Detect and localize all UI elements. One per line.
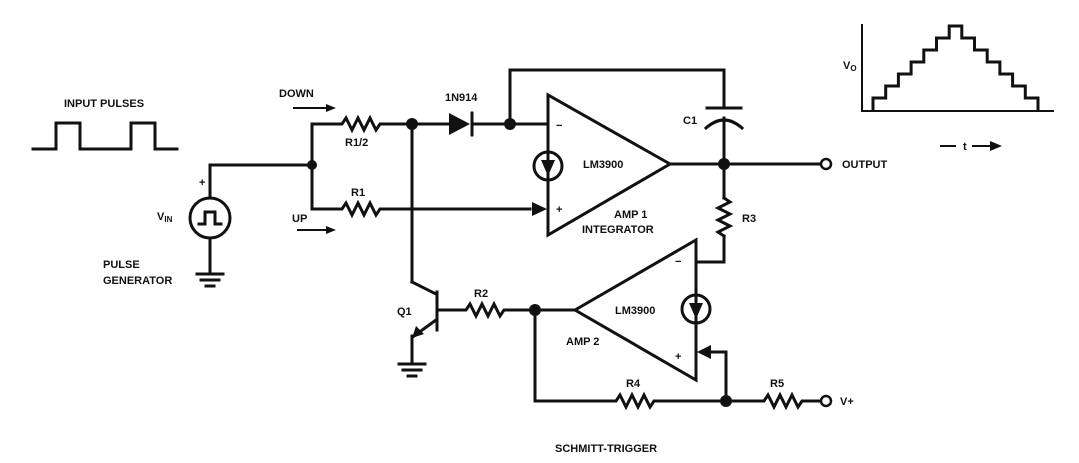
plus-marker: + [199,177,205,189]
amp2-minus: − [675,256,681,268]
vo-label: VO [843,60,857,73]
down-label: DOWN [279,88,314,100]
transistor-q1 [409,279,439,339]
pulse-label: PULSE [103,259,140,271]
vplus-label: V+ [840,396,854,408]
input-pulses-waveform [31,121,179,151]
ground-icon [195,272,225,288]
wire [694,234,726,264]
pulse-generator-symbol [188,196,232,240]
current-arrow-icon [697,345,711,359]
r5-label: R5 [770,378,784,390]
resistor-r1 [336,199,390,219]
amp2-current-source-icon [680,293,712,325]
wire [310,163,340,211]
q1-label: Q1 [397,306,412,318]
resistor-r2 [460,300,512,320]
t-arrow-icon [972,141,1002,151]
vin-label: VIN [157,211,173,224]
resistor-r3 [714,195,734,239]
diode-label: 1N914 [445,92,478,104]
r4-label: R4 [626,378,641,390]
diode-1n914 [449,111,474,137]
up-label: UP [292,213,307,225]
amp2-name-label: AMP 2 [566,336,599,348]
c1-label: C1 [683,115,697,127]
generator-label: GENERATOR [103,275,172,287]
resistor-r1-2 [336,114,390,134]
amp1-name-label: AMP 1 [614,209,647,221]
output-terminal [819,157,833,171]
amp1-role-label: INTEGRATOR [582,224,654,236]
vplus-terminal [819,394,833,408]
amp1-plus: + [556,204,562,216]
r1-2-label: R1/2 [345,137,368,149]
pulse-glyph-icon [197,210,223,226]
wire [310,122,340,167]
wire [533,308,614,403]
wire [709,350,728,403]
amp1-chip-label: LM3900 [583,159,623,171]
staircase-waveform [871,24,1040,112]
output-label: OUTPUT [842,159,888,171]
wire [208,163,314,200]
up-arrow-icon [297,226,336,234]
down-arrow-icon [293,104,336,112]
r3-label: R3 [742,213,756,225]
t-label: t [963,141,967,153]
r1-label: R1 [351,187,365,199]
amp1-current-source-icon [532,150,564,182]
resistor-r5 [758,391,822,411]
amp1-minus: − [556,120,562,132]
resistor-r4 [610,391,662,411]
caption: SCHMITT-TRIGGER [555,443,657,455]
amp2-chip-label: LM3900 [615,305,655,317]
input-pulses-label: INPUT PULSES [64,98,144,110]
current-arrow-icon [532,202,547,216]
r2-label: R2 [474,288,488,300]
wire [508,68,726,126]
ground-icon [397,362,427,378]
amp2-plus: + [675,351,681,363]
